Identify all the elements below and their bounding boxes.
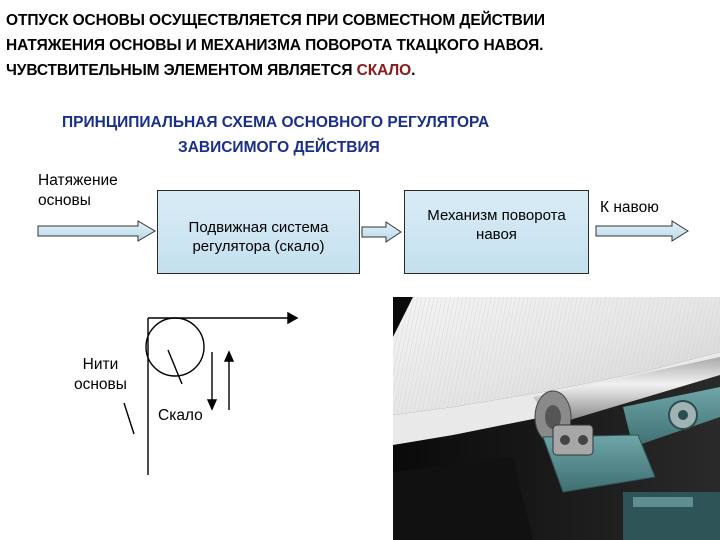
box-beam-rotation-mechanism: Механизм поворота навоя	[404, 190, 589, 274]
box1-line-2: регулятора (скало)	[192, 238, 325, 255]
roller-sketch	[123, 311, 299, 475]
box2-line-2: навоя	[476, 226, 517, 243]
intro-text: ОТПУСК ОСНОВЫ ОСУЩЕСТВЛЯЕТСЯ ПРИ СОВМЕСТ…	[6, 8, 718, 83]
scheme-title-line-1: ПРИНЦИПИАЛЬНАЯ СХЕМА ОСНОВНОГО РЕГУЛЯТОР…	[62, 114, 490, 131]
intro-line-3: ЧУВСТВИТЕЛЬНЫМ ЭЛЕМЕНТОМ ЯВЛЯЕТСЯ СКАЛО.	[6, 58, 718, 83]
threads-label-line-2: основы	[74, 376, 127, 393]
intro-line-3-prefix: ЧУВСТВИТЕЛЬНЫМ ЭЛЕМЕНТОМ ЯВЛЯЕТСЯ	[6, 62, 357, 79]
loom-photo-illustration	[393, 297, 720, 540]
output-label: К навою	[600, 199, 659, 216]
input-label: Натяжение основы	[38, 171, 118, 211]
intro-line-1: ОТПУСК ОСНОВЫ ОСУЩЕСТВЛЯЕТСЯ ПРИ СОВМЕСТ…	[6, 12, 545, 29]
arrow-between-boxes	[361, 221, 402, 243]
threads-label-line-1: Нити	[82, 356, 119, 373]
input-label-line-1: Натяжение	[38, 172, 118, 189]
arrow-output	[595, 220, 689, 242]
box-regulator-moving-system: Подвижная система регулятора (скало)	[157, 190, 360, 274]
threads-leader	[123, 402, 135, 435]
scheme-title-line-2: ЗАВИСИМОГО ДЕЙСТВИЯ	[178, 139, 380, 156]
box2-line-1: Механизм поворота	[427, 207, 566, 224]
threads-label: Нити основы	[74, 355, 127, 395]
roller-label: Скало	[158, 407, 203, 424]
loom-photo	[393, 297, 720, 540]
box1-line-1: Подвижная система	[188, 219, 329, 236]
input-label-line-2: основы	[38, 192, 91, 209]
thread-arrowhead	[287, 311, 299, 325]
motion-arrowhead-down	[206, 399, 218, 411]
skalo-leader	[167, 349, 183, 385]
intro-line-3-suffix: .	[411, 62, 416, 79]
intro-line-2: НАТЯЖЕНИЯ ОСНОВЫ И МЕХАНИЗМА ПОВОРОТА ТК…	[6, 37, 544, 54]
highlight-skalo: СКАЛО	[356, 62, 412, 79]
motion-arrowhead-up	[223, 350, 235, 362]
arrow-input	[37, 220, 156, 242]
scheme-title: ПРИНЦИПИАЛЬНАЯ СХЕМА ОСНОВНОГО РЕГУЛЯТОР…	[62, 110, 662, 160]
